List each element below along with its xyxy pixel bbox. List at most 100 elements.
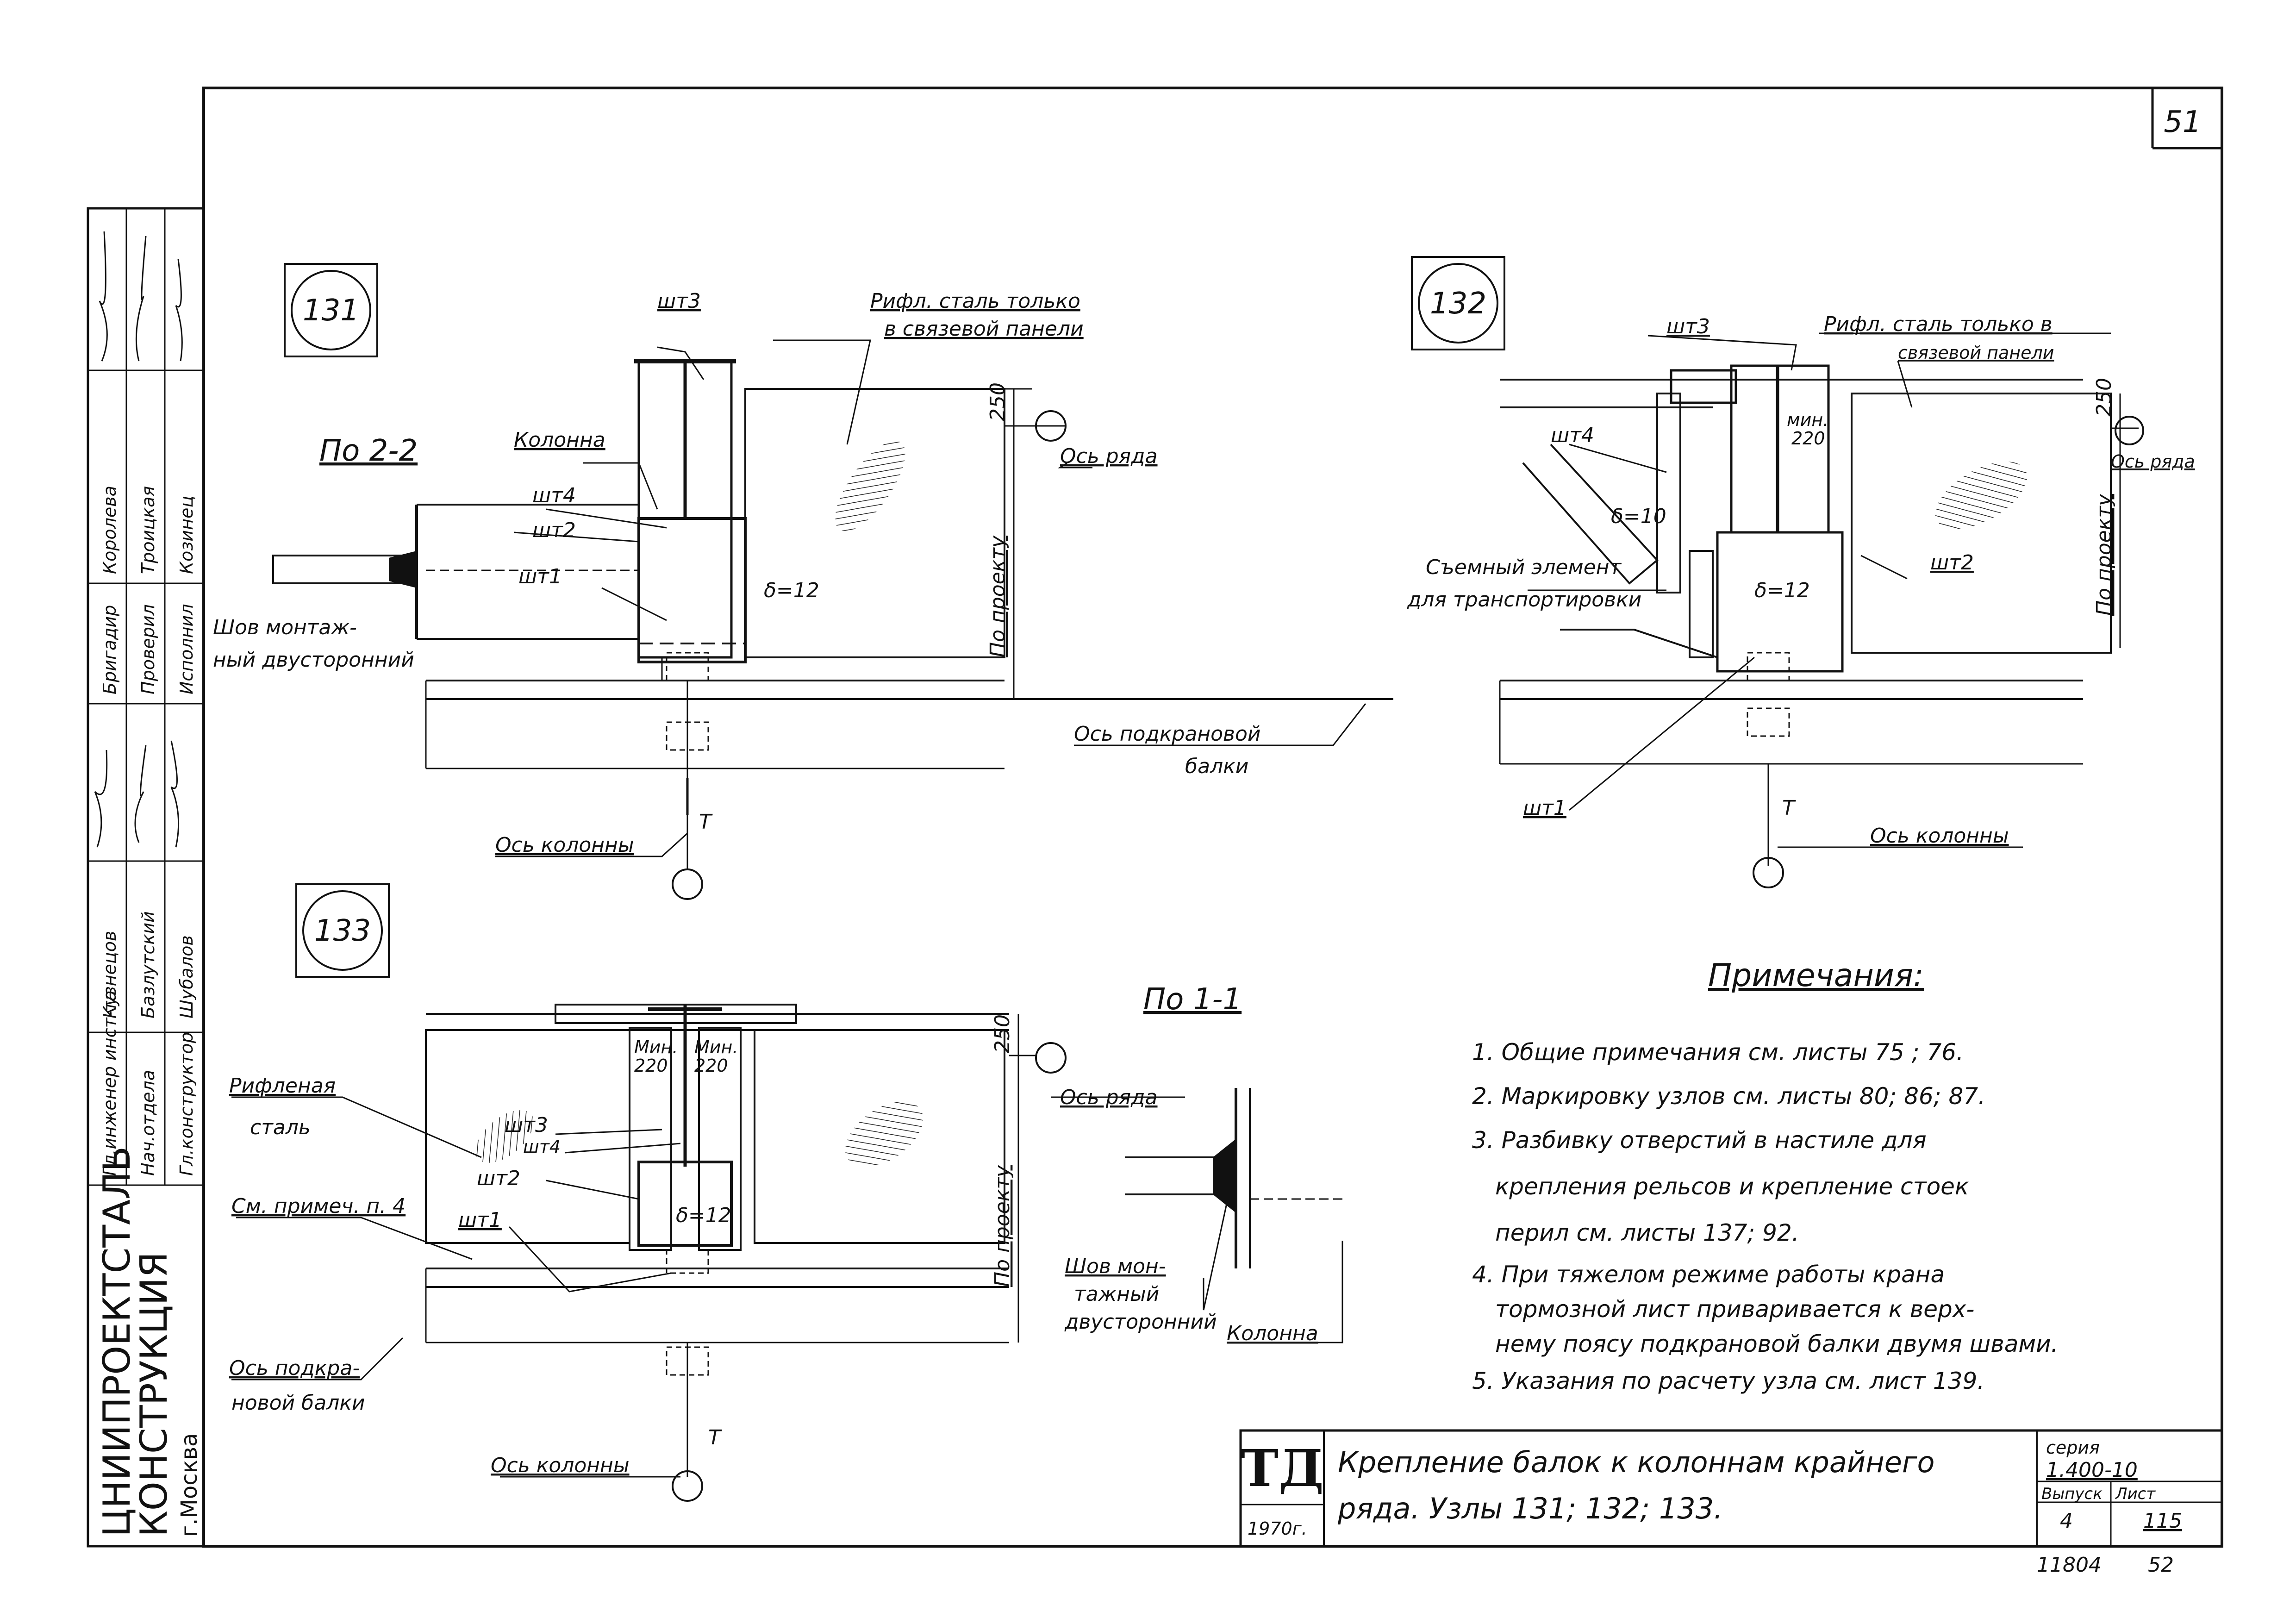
stamp-role-5: Проверил [138,604,158,694]
node-133-hatch-left [475,1110,534,1163]
node-131-os-kol: Ось колонны [495,833,634,857]
node-132-rifl: Рифл. сталь только в [1824,312,2053,336]
stamp-name-2: Базлутский [138,911,158,1018]
stamp-org-2: КОНСТРУКЦИЯ [132,1252,175,1537]
note-line-9: 5. Указания по расчету узла см. лист 139… [1472,1368,1984,1394]
node-133-shov2: тажный [1074,1282,1159,1306]
node-132-sht4: шт4 [1551,424,1594,447]
node-133-os-podkr1: Ось подкра- [229,1356,360,1380]
stamp-name-6: Козинец [176,496,197,574]
node-132-semn2: для транспортировки [1407,588,1641,612]
node-131-section: По 2-2 [319,434,418,468]
node-133-sht3: шт3 [505,1113,548,1137]
node-133-sht4: шт4 [523,1137,561,1157]
node-131-T: Т [699,810,713,834]
node-132-min: мин. [1787,410,1828,430]
node-132-circle [1418,263,1498,344]
node-131-os-ryada: Ось ряда [1060,444,1158,468]
node-132-delta12: δ=12 [1754,579,1810,602]
node-131-id: 131 [303,294,359,328]
note-line-1: 1. Общие примечания см. листы 75 ; 76. [1472,1039,1964,1066]
title-line-2: ряда. Узлы 131; 132; 133. [1337,1492,1723,1525]
node-132-hatch [1935,462,2028,529]
node-131-os-podkr1: Ось подкрановой [1074,722,1260,746]
stamp-name-5: Троицкая [138,486,158,574]
node-132-rifl2: связевой панели [1898,343,2054,363]
signature-scribbles-2 [99,231,183,362]
node-132-po-proektu: По проекту [2092,493,2116,616]
node-132-sht2: шт2 [1930,551,1974,575]
title-vypusk: 4 [2060,1509,2073,1533]
node-131-kolonna: Колонна [514,428,605,452]
notes-title: Примечания: [1708,957,1924,994]
node-133-min-left: Мин. [634,1037,678,1057]
node-133-min220-right: 220 [694,1056,728,1076]
node-133-os-ryada: Ось ряда [1060,1086,1158,1109]
sheet-number: 51 [2164,105,2201,139]
stamp-role-6: Исполнил [176,604,197,694]
node-131-shov1: Шов монтаж- [213,616,357,639]
node-131-delta: δ=12 [764,579,819,602]
stamp-role-3: Гл.конструктор [176,1032,197,1176]
node-131-po-proektu: По проекту [986,535,1010,657]
node-132-min220: 220 [1791,428,1825,449]
title-logo: ТД [1241,1438,1324,1498]
node-131-sht2: шт2 [532,518,576,542]
stamp-name-1: Кузнецов [100,931,120,1018]
stamp-role-4: Бригадир [100,605,120,694]
note-line-5: перил см. листы 137; 92. [1495,1219,1799,1246]
node-131-circle [291,270,371,350]
node-133-shov3: двусторонний [1064,1310,1217,1334]
note-line-3: 3. Разбивку отверстий в настиле для [1472,1127,1927,1154]
stamp-role-1: Гл.инженер инст-та [100,990,120,1176]
node-133-sht1: шт1 [458,1208,502,1232]
node-132-sht3: шт3 [1666,315,1710,338]
node-132-sht1: шт1 [1523,796,1566,820]
node-131-rifl2: в связевой панели [884,317,1084,341]
node-133-os-podkr2: новой балки [231,1391,365,1415]
node-133-id: 133 [314,914,371,948]
node-131-sht4: шт4 [532,484,576,507]
node-133-min-right: Мин. [694,1037,738,1057]
node-132-dim-250: 250 [2092,378,2116,417]
node-133-po-proektu: По проекту [991,1165,1014,1287]
note-line-6: 4. При тяжелом режиме работы крана [1472,1261,1945,1288]
node-131-os-podkr2: балки [1185,755,1248,778]
node-131-box [284,263,378,357]
node-133-circle [302,890,383,971]
node-133-box [295,883,390,978]
node-133-min220-left: 220 [634,1056,668,1076]
node-132: 132 250 По проекту [1407,256,2195,888]
node-132-T: Т [1782,796,1796,820]
node-133-rifl1: Рифленая [229,1074,336,1098]
title-page2: 52 [2148,1553,2174,1577]
node-132-box [1411,256,1505,350]
node-132-os-kol: Ось колонны [1870,824,2009,848]
title-seria: 1.400-10 [2046,1458,2138,1482]
node-132-id: 132 [1430,287,1486,321]
left-stamp: Гл.инженер инст-та Нач.отдела Гл.констру… [87,207,205,1548]
node-133: 133 По 1-1 250 По проекту [229,883,1343,1502]
node-133-sht2: шт2 [477,1167,520,1190]
node-133-prim: См. примеч. п. 4 [231,1194,406,1218]
title-list: 115 [2143,1509,2182,1533]
note-line-7: тормозной лист приваривается к верх- [1495,1296,1974,1323]
title-block: ТД 1970г. Крепление балок к колоннам кра… [1239,1429,2223,1577]
node-133-shov1: Шов мон- [1065,1255,1166,1278]
node-131-shov2: ный двусторонний [213,648,414,672]
stamp-name-3: Шубалов [176,935,197,1018]
note-line-2: 2. Маркировку узлов см. листы 80; 86; 87… [1472,1083,1985,1110]
node-133-section: По 1-1 [1143,982,1242,1017]
node-132-delta10: δ=10 [1611,505,1666,528]
title-vypusk-label: Выпуск [2041,1485,2103,1503]
stamp-org-1: ЦНИИПРОЕКТСТАЛЬ [95,1146,138,1537]
title-line-1: Крепление балок к колоннам крайнего [1338,1445,1934,1479]
title-seria-label: серия [2046,1437,2100,1458]
notes-block: Примечания: 1. Общие примечания см. лист… [1472,957,2058,1394]
signature-scribbles [94,740,180,848]
node-131-sht3: шт3 [657,289,701,313]
node-132-semn1: Съемный элемент [1426,556,1622,579]
node-131-hatch [835,441,905,531]
node-133-kolonna: Колонна [1227,1322,1318,1345]
title-year: 1970г. [1248,1518,1307,1539]
